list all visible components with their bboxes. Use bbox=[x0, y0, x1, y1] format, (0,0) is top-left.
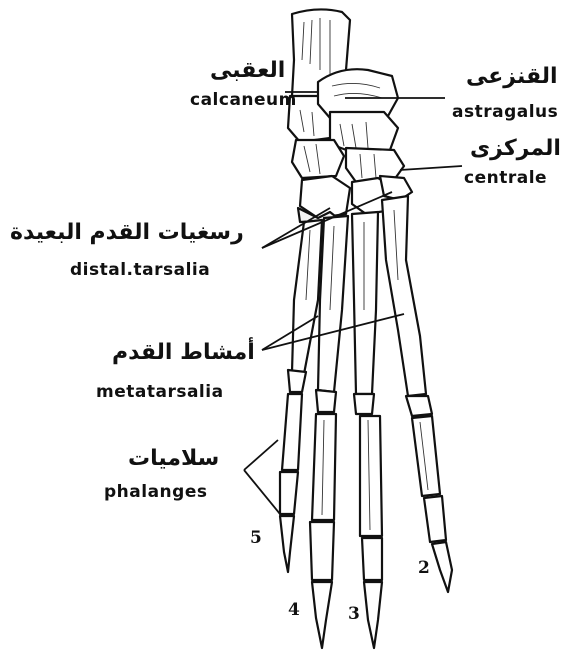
phalanges-arabic-label: سلاميات bbox=[128, 448, 219, 470]
centrale-arabic-label: المركزى bbox=[470, 138, 561, 160]
metatarsalia-latin-label: metatarsalia bbox=[96, 384, 224, 401]
calcaneum-latin-label: calcaneum bbox=[190, 92, 297, 109]
distal-tarsalia-latin-label: distal.tarsalia bbox=[70, 262, 210, 279]
phalanges-latin-label: phalanges bbox=[104, 484, 207, 501]
digit-5-number: 5 bbox=[250, 530, 262, 547]
digit-2-number: 2 bbox=[418, 560, 430, 577]
distal-tarsalia-arabic-label: رسغيات القدم البعيدة bbox=[10, 222, 244, 244]
digit-3-number: 3 bbox=[348, 606, 360, 623]
phalanges-leader-line-1 bbox=[244, 440, 278, 470]
astragalus-latin-label: astragalus bbox=[452, 104, 558, 121]
digit-4-number: 4 bbox=[288, 602, 300, 619]
phalange-bones bbox=[280, 370, 452, 648]
astragalus-arabic-label: القنزعى bbox=[466, 66, 558, 88]
centrale-latin-label: centrale bbox=[464, 170, 547, 187]
metatarsalia-arabic-label: أمشاط القدم bbox=[112, 342, 255, 364]
calcaneum-arabic-label: العقبى bbox=[210, 60, 285, 82]
centrale-leader-line bbox=[400, 166, 462, 170]
phalanges-leader-line-2 bbox=[244, 470, 280, 514]
